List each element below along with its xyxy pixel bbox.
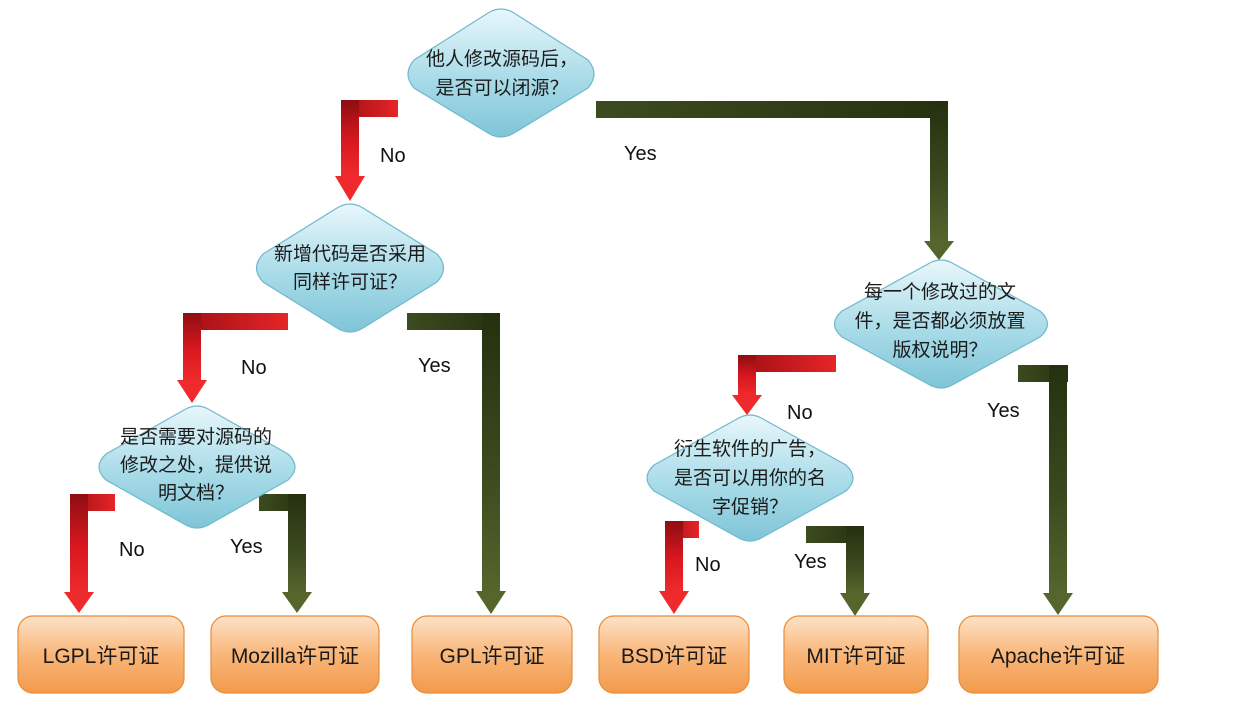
q4-line-1: 每一个修改过的文 xyxy=(864,281,1016,303)
result-mit: MIT许可证 xyxy=(783,615,929,694)
q1-line-2: 是否可以闭源？ xyxy=(435,77,568,99)
label-yes-q4: Yes xyxy=(987,400,1020,422)
label-no-q2: No xyxy=(241,357,267,379)
label-no-q5: No xyxy=(695,554,721,576)
result-bsd-label: BSD许可证 xyxy=(621,645,727,668)
yes-arrow-q5-mit xyxy=(806,526,870,616)
q2-line-2: 同样许可证？ xyxy=(293,271,407,293)
result-apache-label: Apache许可证 xyxy=(991,645,1125,668)
label-yes-q3: Yes xyxy=(230,536,263,558)
q3-line-1: 是否需要对源码的 xyxy=(120,426,272,448)
result-mit-label: MIT许可证 xyxy=(806,645,905,668)
yes-arrow-q3-mozilla xyxy=(259,494,312,613)
q1-line-1: 他人修改源码后， xyxy=(426,48,578,70)
label-no-q4: No xyxy=(787,402,813,424)
label-yes-q5: Yes xyxy=(794,551,827,573)
decision-q5: 衍生软件的广告， 是否可以用你的名 字促销？ xyxy=(646,414,854,542)
no-arrow-q1-q2 xyxy=(335,100,398,201)
q5-line-1: 衍生软件的广告， xyxy=(674,438,826,460)
q3-line-3: 明文档？ xyxy=(158,482,234,504)
no-arrow-q2-q3 xyxy=(177,313,288,403)
label-no-q1: No xyxy=(380,145,406,167)
no-arrow-q3-lgpl xyxy=(64,494,115,613)
result-gpl: GPL许可证 xyxy=(411,615,573,694)
decision-q3: 是否需要对源码的 修改之处，提供说 明文档？ xyxy=(98,405,296,529)
q5-line-2: 是否可以用你的名 xyxy=(674,467,826,489)
no-arrow-q5-bsd xyxy=(659,521,699,614)
result-apache: Apache许可证 xyxy=(958,615,1159,694)
result-lgpl: LGPL许可证 xyxy=(17,615,185,694)
q2-line-1: 新增代码是否采用 xyxy=(274,243,426,265)
yes-arrow-q1-q4 xyxy=(596,101,954,260)
label-yes-q1: Yes xyxy=(624,143,657,165)
label-no-q3: No xyxy=(119,539,145,561)
yes-arrow-q4-apache xyxy=(1018,365,1073,615)
no-arrow-q4-q5 xyxy=(732,355,836,415)
result-bsd: BSD许可证 xyxy=(598,615,750,694)
result-mozilla-label: Mozilla许可证 xyxy=(231,645,359,668)
q5-line-3: 字促销？ xyxy=(712,496,788,518)
result-mozilla: Mozilla许可证 xyxy=(210,615,380,694)
decision-q2: 新增代码是否采用 同样许可证？ xyxy=(255,203,445,333)
result-lgpl-label: LGPL许可证 xyxy=(43,645,160,668)
label-yes-q2: Yes xyxy=(418,355,451,377)
q4-line-2: 件，是否都必须放置 xyxy=(854,310,1025,332)
result-gpl-label: GPL许可证 xyxy=(439,645,544,668)
decision-q1: 他人修改源码后， 是否可以闭源？ xyxy=(407,8,595,138)
decision-q4: 每一个修改过的文 件，是否都必须放置 版权说明？ xyxy=(833,259,1049,389)
q4-line-3: 版权说明？ xyxy=(892,339,987,361)
yes-arrow-q2-gpl xyxy=(407,313,506,614)
q3-line-2: 修改之处，提供说 xyxy=(120,454,272,476)
